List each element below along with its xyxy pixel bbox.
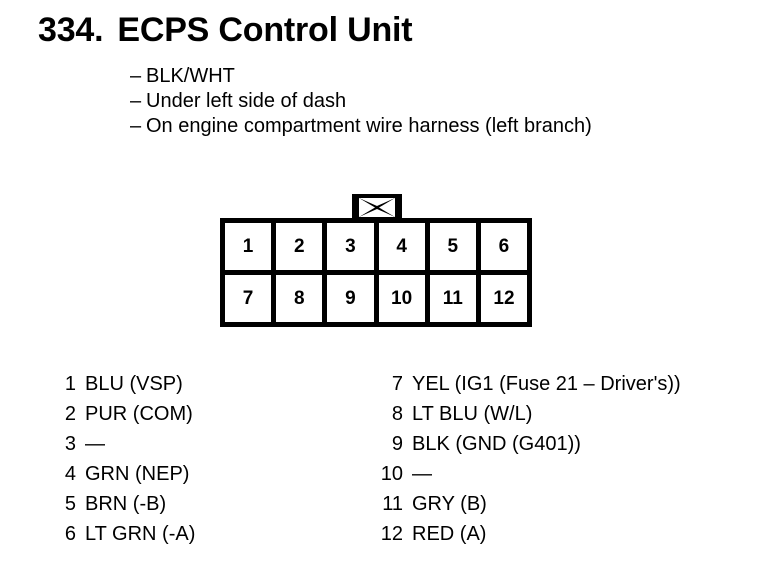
pin-assignment-row: 1 BLU (VSP)	[36, 369, 366, 399]
pin-assignment-row: 9 BLK (GND (G401))	[363, 429, 743, 459]
pin-number: 12	[380, 523, 403, 545]
pin-cell-2: 2	[276, 223, 323, 270]
pin-cell-4: 4	[378, 223, 425, 270]
pin-label: BLK (GND (G401))	[412, 433, 581, 455]
note-text: On engine compartment wire harness (left…	[146, 115, 592, 137]
pin-number: 5	[64, 493, 76, 515]
connector-pin-grid: 1 2 3 4 5 6 7 8 9 10 11 12	[220, 218, 532, 327]
pin-assignment-row: 2 PUR (COM)	[36, 399, 366, 429]
pin-label: PUR (COM)	[85, 403, 193, 425]
page-title-number: 334.	[38, 11, 104, 49]
pin-label: RED (A)	[412, 523, 487, 545]
note-text: BLK/WHT	[146, 65, 235, 87]
note-item: – On engine compartment wire harness (le…	[130, 114, 750, 139]
pin-assignment-row: 7 YEL (IG1 (Fuse 21 – Driver's))	[363, 369, 743, 399]
pin-assignment-row: 11 GRY (B)	[363, 489, 743, 519]
pin-assignment-row: 10 —	[363, 459, 743, 489]
pin-row-bottom: 7 8 9 10 11 12	[225, 275, 528, 322]
x-latch-icon	[359, 198, 395, 217]
note-item: – Under left side of dash	[130, 89, 750, 114]
note-item: – BLK/WHT	[130, 64, 750, 89]
pin-cell-6: 6	[480, 223, 528, 270]
pin-label: GRY (B)	[412, 493, 487, 515]
pin-number: 9	[391, 433, 403, 455]
pin-number: 10	[380, 463, 403, 485]
pin-number: 3	[64, 433, 76, 455]
bullet-dash-icon: –	[130, 90, 142, 112]
pin-label: YEL (IG1 (Fuse 21 – Driver's))	[412, 373, 681, 395]
pin-assignment-row: 12 RED (A)	[363, 519, 743, 549]
pin-number: 4	[64, 463, 76, 485]
pin-assignment-list-right: 7 YEL (IG1 (Fuse 21 – Driver's)) 8 LT BL…	[363, 369, 743, 549]
pin-assignment-row: 8 LT BLU (W/L)	[363, 399, 743, 429]
pin-assignment-row: 5 BRN (-B)	[36, 489, 366, 519]
pin-label: BRN (-B)	[85, 493, 167, 515]
bullet-dash-icon: –	[130, 65, 142, 87]
pin-assignment-list-left: 1 BLU (VSP) 2 PUR (COM) 3 — 4 GRN (NEP) …	[36, 369, 366, 549]
pin-cell-11: 11	[429, 275, 476, 322]
pin-label: GRN (NEP)	[85, 463, 190, 485]
pin-assignment-row: 3 —	[36, 429, 366, 459]
pin-cell-12: 12	[480, 275, 528, 322]
pin-number: 8	[391, 403, 403, 425]
pin-number: 7	[391, 373, 403, 395]
pin-label: —	[85, 433, 105, 455]
page-title: 334. ECPS Control Unit	[38, 11, 413, 49]
pin-number: 11	[382, 493, 403, 515]
notes-list: – BLK/WHT – Under left side of dash – On…	[130, 64, 750, 139]
pin-cell-5: 5	[429, 223, 476, 270]
pin-cell-7: 7	[225, 275, 272, 322]
pin-cell-1: 1	[225, 223, 272, 270]
pin-label: LT GRN (-A)	[85, 523, 196, 545]
pin-number: 2	[64, 403, 76, 425]
pin-label: BLU (VSP)	[85, 373, 183, 395]
pin-number: 1	[64, 373, 76, 395]
note-text: Under left side of dash	[146, 90, 347, 112]
pin-assignment-row: 4 GRN (NEP)	[36, 459, 366, 489]
pin-cell-10: 10	[378, 275, 425, 322]
bullet-dash-icon: –	[130, 115, 142, 137]
pin-cell-3: 3	[327, 223, 374, 270]
connector-latch-tab	[352, 194, 402, 222]
pin-cell-9: 9	[327, 275, 374, 322]
pin-assignment-row: 6 LT GRN (-A)	[36, 519, 366, 549]
pin-row-top: 1 2 3 4 5 6	[225, 223, 528, 270]
pin-number: 6	[64, 523, 76, 545]
pin-label: LT BLU (W/L)	[412, 403, 533, 425]
pin-cell-8: 8	[276, 275, 323, 322]
page-title-text: ECPS Control Unit	[117, 11, 413, 49]
pin-label: —	[412, 463, 432, 485]
